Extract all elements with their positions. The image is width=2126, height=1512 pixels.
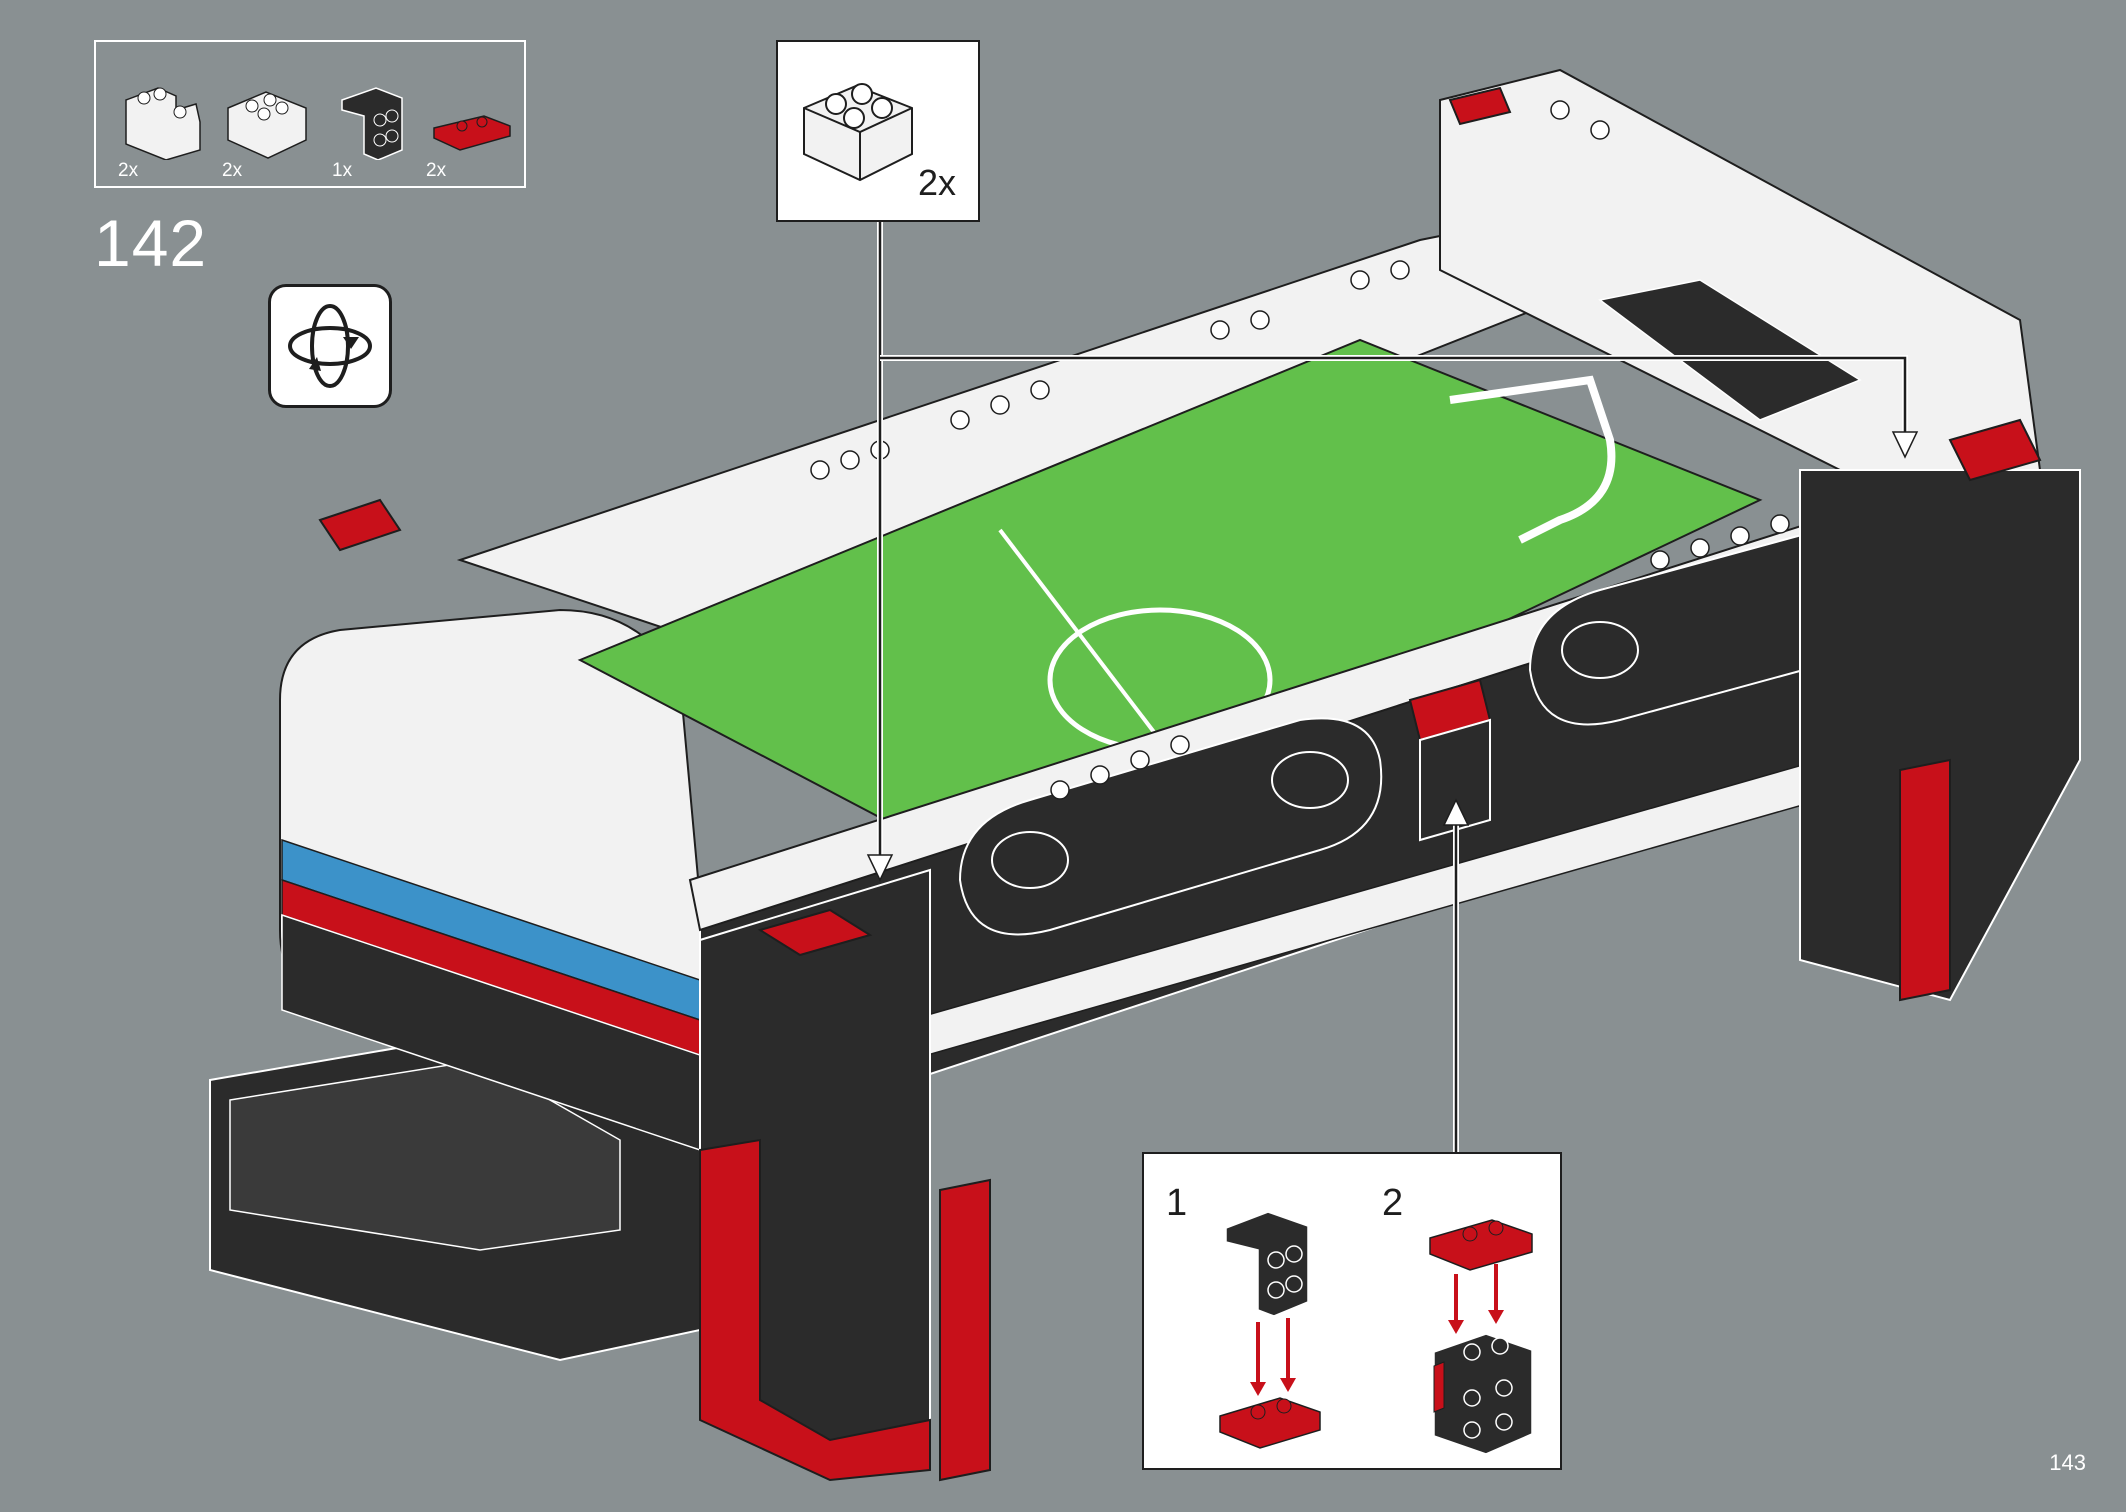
part-item: 2x xyxy=(118,60,208,181)
black-bracket-icon xyxy=(341,87,403,160)
red-plate-onto-bracket-icon xyxy=(1429,1219,1533,1455)
callout-top-parts: 2x xyxy=(776,40,980,222)
black-bracket-onto-red-plate-icon xyxy=(1219,1211,1321,1449)
part-quantity: 2x xyxy=(426,160,447,181)
sub-step-number: 1 xyxy=(1166,1182,1188,1224)
red-plate-1x2-icon xyxy=(433,115,511,151)
part-quantity: 2x xyxy=(118,160,139,181)
part-item: 1x xyxy=(332,60,422,181)
parts-list: 2x 2x 1x 2x xyxy=(94,40,526,188)
part-quantity: 2x xyxy=(222,160,243,181)
callout-quantity: 2x xyxy=(917,162,956,203)
sub-step-number: 2 xyxy=(1382,1182,1404,1224)
page-number: 143 xyxy=(2049,1450,2086,1475)
white-corner-brick-icon xyxy=(125,87,201,160)
sub-assembly-callout: 1 2 xyxy=(1142,1152,1562,1470)
step-number: 142 xyxy=(94,206,208,280)
part-item: 2x xyxy=(222,60,312,181)
white-brick-2x2-icon xyxy=(227,91,307,159)
rotate-model-icon xyxy=(268,284,392,408)
white-brick-2x2-icon xyxy=(803,83,913,182)
part-quantity: 1x xyxy=(332,160,353,181)
part-item: 2x xyxy=(426,60,516,181)
